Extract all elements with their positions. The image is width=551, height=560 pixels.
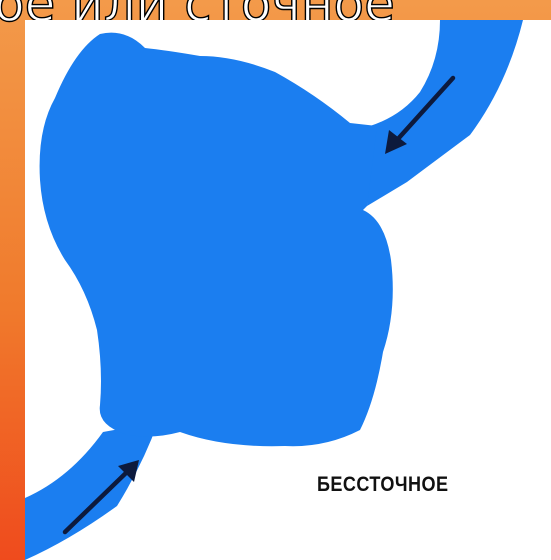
upper-river: [367, 20, 523, 206]
lake-body: [40, 33, 393, 447]
lake-diagram: [25, 20, 551, 560]
lake-illustration: [25, 20, 551, 560]
lower-river: [25, 422, 158, 560]
lake-type-caption: БЕССТОЧНОЕ: [317, 473, 448, 497]
